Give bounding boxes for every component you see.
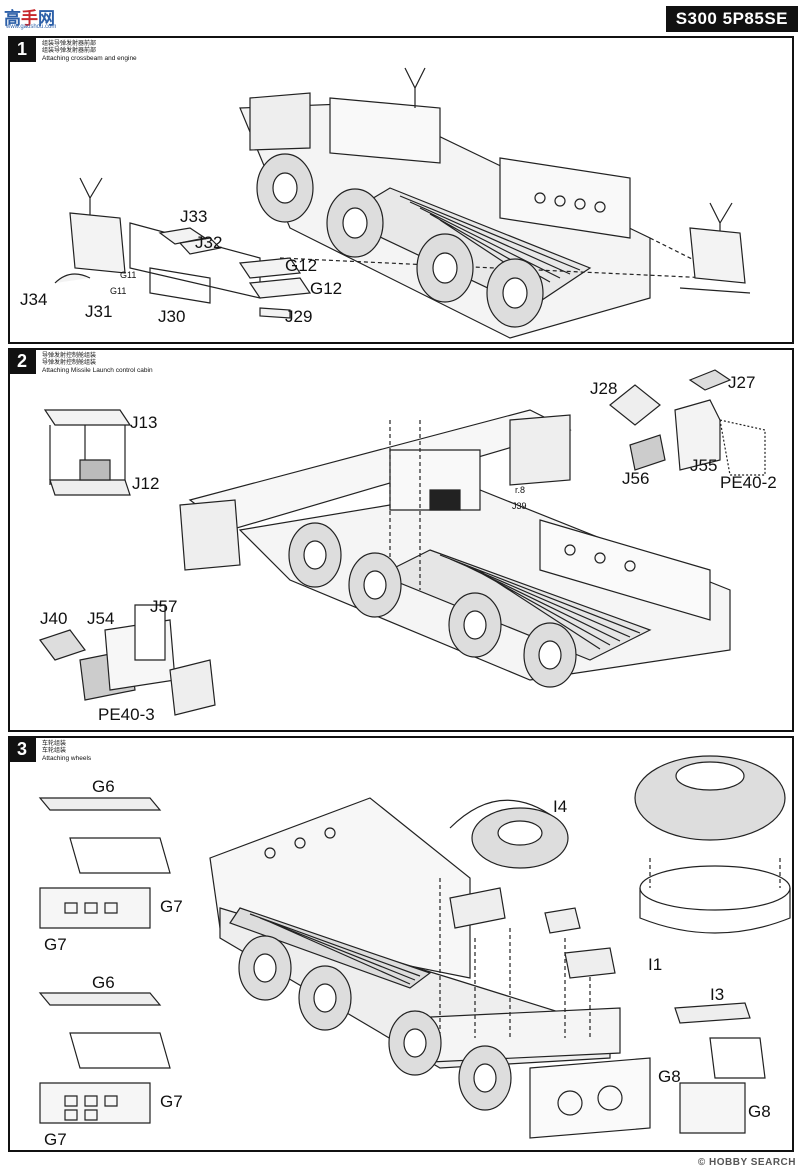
part-label-j57: J57 [150, 597, 178, 616]
part-label-pe40-3: PE40-3 [98, 705, 155, 724]
part-label-j32: J32 [195, 233, 223, 252]
part-label-j34: J34 [20, 290, 48, 309]
step-caption-en: Attaching Missile Launch control cabin [42, 367, 153, 374]
part-label-j13: J13 [130, 413, 158, 432]
step-number: 3 [8, 736, 36, 762]
step-caption-cn: 车轮组装 车轮组装 [42, 740, 67, 754]
part-label-g11-b: G11 [110, 286, 127, 296]
part-label-j56: J56 [622, 469, 650, 488]
part-label-j54: J54 [87, 609, 115, 628]
part-label-j40: J40 [40, 609, 68, 628]
step-caption-cn: 导弹发射控制舱组装 导弹发射控制舱组装 [42, 352, 97, 366]
watermark: © HOBBY SEARCH [697, 1157, 796, 1168]
part-label-i3: I3 [710, 985, 725, 1004]
part-label-g6-b: G6 [92, 973, 115, 992]
step-2-panel: 2 导弹发射控制舱组装 导弹发射控制舱组装 Attaching Missile … [8, 348, 794, 732]
step-number: 1 [8, 36, 36, 62]
part-label-i4: I4 [553, 797, 568, 816]
part-label-j28: J28 [590, 379, 618, 398]
part-label-g12-b: G12 [310, 279, 343, 298]
logo-url: www.gaoshou.com [6, 24, 57, 30]
step-caption-cn: 组装导弹发射器前部 组装导弹发射器前部 [42, 40, 97, 54]
part-label-g7-d: G7 [44, 1130, 67, 1149]
step-2-drawing [39, 369, 766, 716]
part-label-g7-b: G7 [44, 935, 67, 954]
page-title: S300 5P85SE [665, 6, 798, 32]
step-number: 2 [8, 348, 36, 374]
part-label-j27: J27 [728, 373, 756, 392]
part-label-g8-b: G8 [748, 1102, 771, 1121]
part-label-i1: I1 [648, 955, 663, 974]
part-label-g8-a: G8 [658, 1067, 681, 1086]
site-logo: 高手网 www.gaoshou.com [4, 2, 57, 31]
step-caption-en: Attaching wheels [42, 755, 92, 762]
step-3-panel: 3 车轮组装 车轮组装 Attaching wheels [8, 736, 794, 1152]
part-label-j39: J39 [512, 501, 527, 511]
part-label-pe40-2: PE40-2 [720, 473, 777, 492]
step-caption-en: Attaching crossbeam and engine [42, 55, 137, 62]
part-label-j33: J33 [180, 207, 208, 226]
part-label-g11-a: G11 [120, 270, 137, 280]
logo-mark: 高手网 [4, 8, 55, 29]
part-label-j29: J29 [285, 307, 313, 326]
part-label-g7-c: G7 [160, 1092, 183, 1111]
part-label-g6-a: G6 [92, 777, 115, 796]
part-label-j12: J12 [132, 474, 160, 493]
step-3-drawing [38, 755, 791, 1139]
part-label-g12-a: G12 [285, 256, 318, 275]
part-label-j31: J31 [85, 302, 113, 321]
step-1-panel: 1 组装导弹发射器前部 组装导弹发射器前部 Attaching crossbea… [8, 36, 794, 344]
part-label-r8: r.8 [515, 485, 526, 495]
step-1-drawing [54, 67, 751, 339]
part-label-j30: J30 [158, 307, 186, 326]
part-label-g7-a: G7 [160, 897, 183, 916]
part-label-j55: J55 [690, 456, 718, 475]
